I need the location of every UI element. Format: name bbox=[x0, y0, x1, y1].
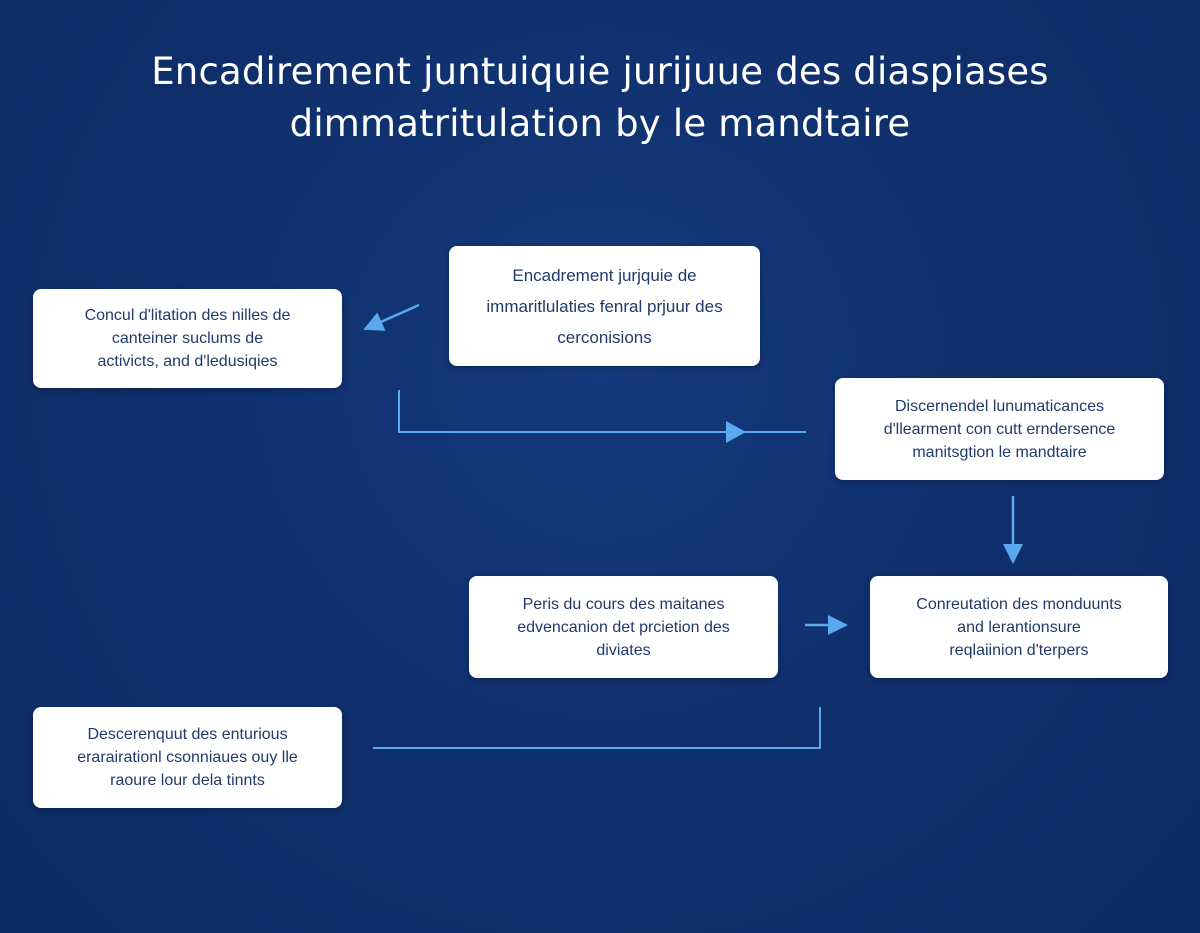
arrow-top-to-left1 bbox=[363, 303, 420, 331]
diagram-title: Encadirement juntuiquie jurijuue des dia… bbox=[0, 46, 1200, 150]
arrow-head-left1-to-right1 bbox=[726, 421, 746, 443]
node-right-upper: Discernendel lunumaticances d'llearment … bbox=[835, 378, 1164, 480]
node-left-upper-line-2: canteiner suclums de bbox=[111, 330, 264, 347]
node-right-upper-line-2: d'llearment con cutt erndersence bbox=[883, 420, 1116, 438]
node-left-lower-line-2: erarairationl csonniaues ouy lle bbox=[77, 749, 298, 766]
title-line-1: Encadirement juntuiquie jurijuue des dia… bbox=[151, 50, 1049, 93]
node-legal-framework-line-1: Encadrement jurjquie de bbox=[512, 265, 697, 285]
connector-left1-to-right1 bbox=[398, 390, 806, 433]
node-legal-framework-line-2: immaritlulaties fenral prjuur des bbox=[486, 296, 723, 316]
node-right-upper-line-1: Discernendel lunumaticances bbox=[895, 397, 1104, 415]
title-line-2: dimmatritulation by le mandtaire bbox=[289, 102, 911, 145]
node-right-upper-line-3: manitsgtion le mandtaire bbox=[912, 443, 1087, 461]
node-middle-line-2: edvencanion det prcietion des bbox=[517, 618, 730, 636]
node-left-lower-line-3: raoure lour dela tinnts bbox=[110, 772, 265, 789]
connector-left2-to-mid bbox=[373, 707, 821, 749]
node-middle-line-3: diviates bbox=[596, 641, 651, 659]
node-right-lower: Conreutation des monduunts and lerantion… bbox=[870, 576, 1168, 678]
node-left-upper: Concul d'litation des nilles de canteine… bbox=[33, 289, 342, 388]
node-middle-line-1: Peris du cours des maitanes bbox=[522, 595, 725, 613]
node-left-upper-line-1: Concul d'litation des nilles de bbox=[84, 307, 291, 324]
node-legal-framework: Encadrement jurjquie de immaritlulaties … bbox=[449, 246, 760, 366]
node-legal-framework-line-3: cerconisions bbox=[557, 327, 652, 347]
node-right-lower-line-2: and lerantionsure bbox=[957, 618, 1081, 636]
node-left-lower-line-1: Descerenquut des enturious bbox=[87, 726, 288, 743]
node-left-lower: Descerenquut des enturious erarairationl… bbox=[33, 707, 342, 808]
node-middle: Peris du cours des maitanes edvencanion … bbox=[469, 576, 778, 678]
node-right-lower-line-1: Conreutation des monduunts bbox=[916, 595, 1122, 613]
node-right-lower-line-3: reqlaiinion d'terpers bbox=[949, 641, 1089, 659]
node-left-upper-line-3: activicts, and d'ledusiqies bbox=[97, 353, 278, 370]
